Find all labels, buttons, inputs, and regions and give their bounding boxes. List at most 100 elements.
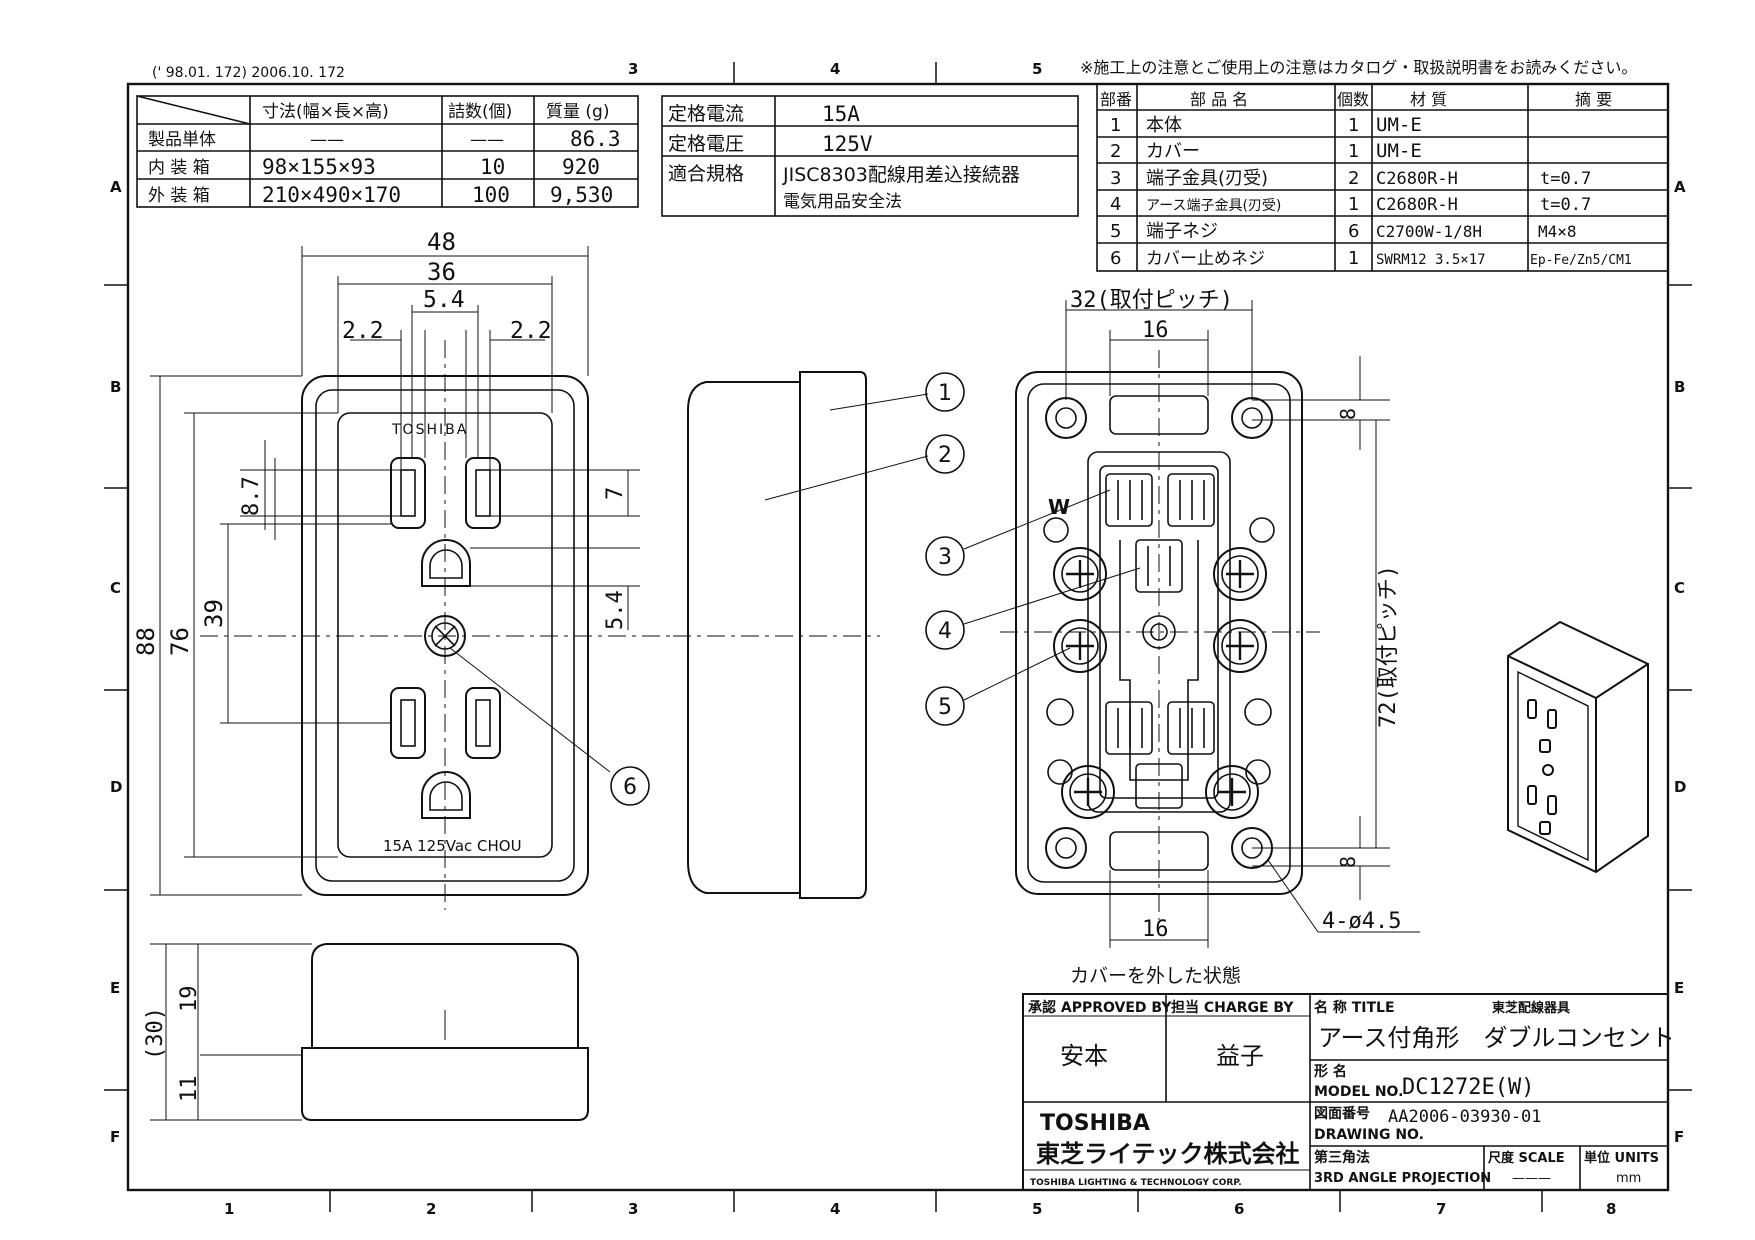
- packaging-row-qty: ——: [470, 130, 504, 150]
- revision-note: (' 98.01. 172) 2006.10. 172: [152, 65, 345, 81]
- packaging-row-label: 製品単体: [148, 130, 216, 150]
- parts-cell-name: カバー止めネジ: [1146, 249, 1265, 269]
- zone-row-f: F: [110, 1128, 120, 1146]
- parts-cell-material: UM-E: [1376, 114, 1422, 136]
- zone-col-1: 1: [224, 1200, 234, 1218]
- dim-holes: 4-ø4.5: [1322, 909, 1401, 934]
- packaging-header-mass: 質量 (g): [546, 102, 609, 122]
- parts-cell-qty: 1: [1348, 141, 1359, 162]
- zone-row-c: C: [110, 579, 121, 597]
- parts-cell-qty: 1: [1348, 194, 1359, 215]
- parts-cell-name: アース端子金具(刃受): [1146, 198, 1281, 214]
- parts-cell-qty: 1: [1348, 248, 1359, 269]
- zone-row-a: A: [110, 178, 122, 196]
- callout-5-circle: [925, 686, 965, 726]
- zone-row-c-right: C: [1674, 579, 1685, 597]
- dim-top-16: 16: [1142, 318, 1169, 343]
- parts-cell-name: 端子ネジ: [1146, 221, 1218, 242]
- packaging-row-size: 98×155×93: [262, 155, 376, 179]
- parts-cell-qty: 2: [1348, 168, 1359, 189]
- packaging-row-size: ——: [310, 130, 344, 150]
- parts-cell-material: C2700W-1/8H: [1376, 222, 1482, 241]
- callout-leaders: [449, 489, 1141, 773]
- zone-row-b-right: B: [1674, 378, 1685, 396]
- callout-4: 4: [938, 619, 952, 644]
- parts-header-note: 摘 要: [1575, 90, 1612, 109]
- parts-cell-name: 端子金具(刃受): [1146, 168, 1268, 189]
- packaging-row-mass: 86.3: [570, 127, 621, 151]
- zone-col-6: 6: [1234, 1200, 1244, 1218]
- dim-ground-54: 5.4: [603, 590, 628, 630]
- front-brand-text: TOSHIBA: [391, 422, 468, 438]
- parts-cell-no: 1: [1110, 115, 1121, 136]
- parts-rows: 1 本体 1 UM-E 2 カバー 1 UM-E 3 端子金具(刃受) 2 C2…: [1110, 114, 1632, 269]
- dim-slot-87: 8.7: [239, 476, 264, 516]
- parts-cell-note: M4×8: [1538, 222, 1577, 241]
- parts-cell-note: t=0.7: [1540, 195, 1591, 215]
- packaging-table: [136, 95, 639, 208]
- brand-logo: TOSHIBA: [1040, 1111, 1150, 1136]
- dim-pitch-32: 32(取付ピッチ): [1070, 288, 1233, 313]
- parts-cell-no: 5: [1110, 221, 1121, 242]
- callout-1-circle: [925, 372, 965, 412]
- dim-pitch-72: 72(取付ピッチ): [1376, 565, 1401, 728]
- drawing-border: [126, 82, 1670, 1192]
- title-category: 東芝配線器具: [1492, 1000, 1570, 1016]
- parts-row-1: 1 本体 1 UM-E: [1110, 114, 1422, 136]
- parts-header-qty: 個数: [1337, 90, 1369, 109]
- drawing-label-en: DRAWING NO.: [1314, 1127, 1424, 1143]
- parts-cell-qty: 6: [1348, 221, 1359, 242]
- dim-total-30: (30): [143, 1007, 168, 1060]
- back-view-caption: カバーを外した状態: [1070, 965, 1241, 987]
- approved-label: 承認 APPROVED BY: [1028, 999, 1172, 1016]
- parts-header-material: 材 質: [1410, 90, 1447, 109]
- callout-2: 2: [938, 443, 952, 468]
- parts-cell-name: 本体: [1146, 115, 1182, 136]
- parts-cell-name: カバー: [1146, 141, 1200, 162]
- side-view-middle: [673, 371, 929, 899]
- projection-en: 3RD ANGLE PROJECTION: [1314, 1171, 1491, 1186]
- zone-row-d: D: [110, 778, 122, 796]
- callout-5: 5: [938, 695, 952, 720]
- projection-jp: 第三角法: [1314, 1149, 1370, 1166]
- company-jp: 東芝ライテック株式会社: [1036, 1140, 1300, 1168]
- zone-col-4-top: 4: [830, 60, 840, 78]
- dim-height-39: 39: [200, 599, 228, 628]
- rating-label-voltage: 定格電圧: [668, 133, 744, 155]
- parts-cell-material: C2680R-H: [1376, 169, 1458, 189]
- parts-cell-no: 4: [1110, 194, 1121, 215]
- packaging-row-label: 内 装 箱: [148, 158, 210, 178]
- parts-cell-qty: 1: [1348, 115, 1359, 136]
- zone-labels: 1 2 3 4 5 6 7 8 3 4 5 A B C D E F A B C …: [110, 60, 1686, 1218]
- rating-label-standard: 適合規格: [668, 163, 744, 185]
- dim-height-76: 76: [166, 627, 194, 656]
- packaging-row-mass: 920: [562, 155, 600, 179]
- parts-row-4: 4 アース端子金具(刃受) 1 C2680R-H t=0.7: [1110, 194, 1591, 215]
- zone-ticks: [104, 62, 1692, 1212]
- dim-bottom-16: 16: [1142, 917, 1169, 942]
- zone-row-b: B: [110, 378, 121, 396]
- callout-6: 6: [623, 775, 637, 800]
- dim-bottom-8: 8: [1336, 856, 1360, 868]
- zone-row-e: E: [110, 979, 120, 997]
- product-isometric: [1507, 620, 1649, 874]
- zone-row-f-right: F: [1674, 1128, 1684, 1146]
- zone-col-5: 5: [1032, 1200, 1042, 1218]
- rating-table: [661, 95, 1079, 217]
- callout-6-circle: [610, 766, 650, 806]
- title-label: 名 称 TITLE: [1314, 999, 1395, 1016]
- packaging-row-qty: 100: [472, 183, 510, 207]
- dim-slot-7: 7: [603, 487, 628, 500]
- parts-row-3: 3 端子金具(刃受) 2 C2680R-H t=0.7: [1110, 168, 1591, 189]
- safety-notice: ※施工上の注意とご使用上の注意はカタログ・取扱説明書をお読みください。: [1080, 58, 1637, 77]
- dim-height-88: 88: [132, 627, 160, 656]
- parts-row-2: 2 カバー 1 UM-E: [1110, 140, 1422, 162]
- dim-pin-54: 5.4: [423, 287, 465, 313]
- model-label-en: MODEL NO.: [1314, 1084, 1403, 1100]
- rating-value-standard: JISC8303配線用差込接続器: [782, 164, 1020, 186]
- back-view: [1000, 300, 1420, 948]
- drawing-no: AA2006-03930-01: [1388, 1107, 1542, 1127]
- zone-col-7: 7: [1436, 1200, 1446, 1218]
- packaging-header-size: 寸法(幅×長×高): [262, 102, 389, 122]
- dim-top-8: 8: [1336, 408, 1360, 420]
